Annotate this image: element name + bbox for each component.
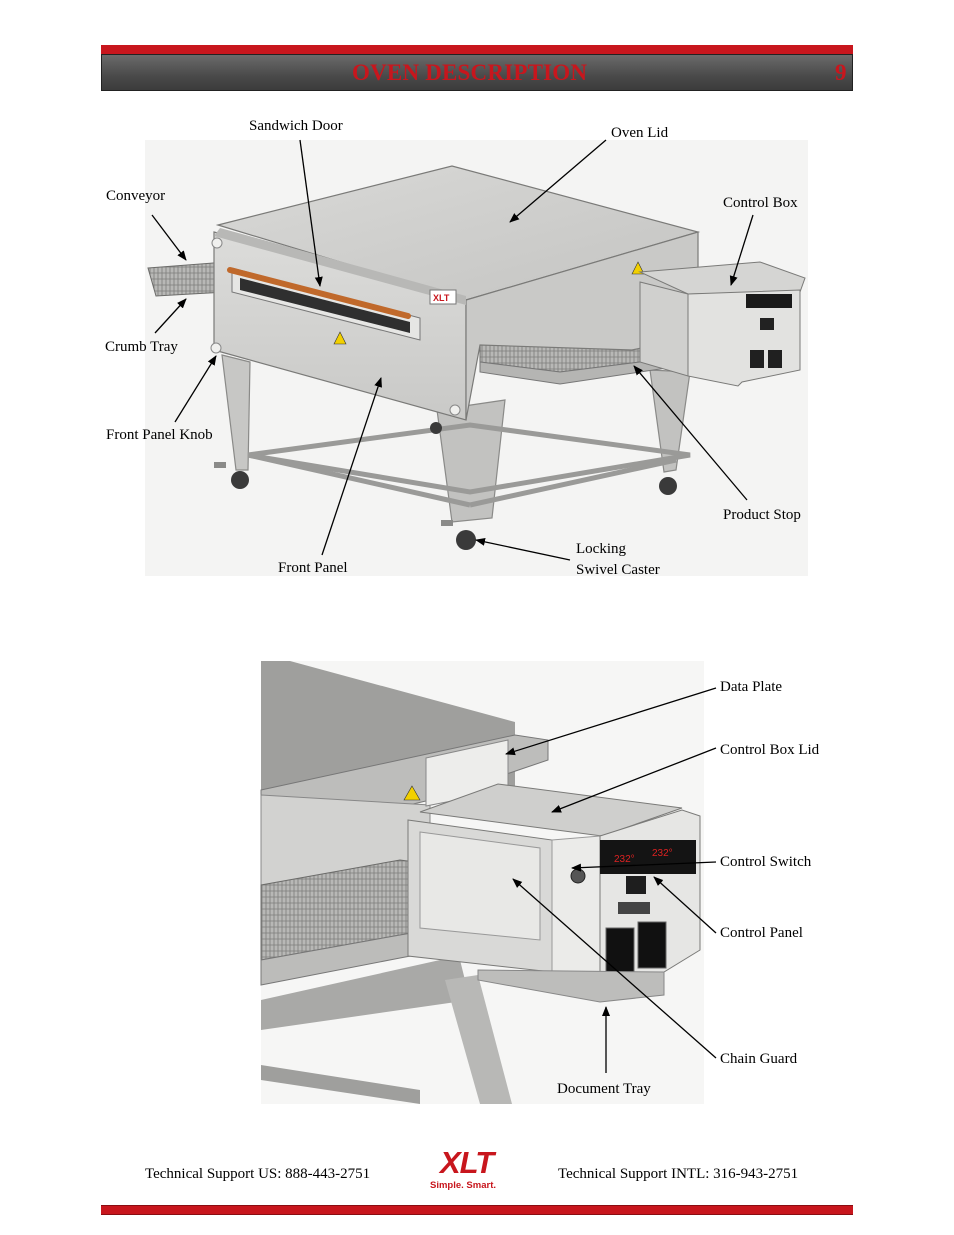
svg-text:232°: 232° [614, 854, 635, 865]
label-data-plate: Data Plate [720, 679, 783, 695]
logo-tagline: Simple. Smart. [430, 1180, 496, 1191]
logo-text: XLT [440, 1145, 494, 1180]
label-conveyor: Conveyor [106, 188, 166, 204]
control-box-lid [638, 261, 806, 295]
header-red-rule [101, 45, 853, 54]
label-sandwich-door: Sandwich Door [249, 118, 343, 134]
document-tray [477, 969, 665, 1003]
footer-red-rule [101, 1205, 853, 1215]
label-oven-lid: Oven Lid [611, 125, 669, 141]
label-document-tray: Document Tray [557, 1081, 651, 1097]
label-locking: Locking [576, 541, 626, 557]
support-us: Technical Support US: 888-443-2751 [145, 1166, 371, 1182]
svg-text:232°: 232° [652, 848, 673, 859]
page-number: 9 [835, 60, 847, 85]
casters [214, 422, 677, 550]
label-front-panel: Front Panel [278, 560, 348, 576]
label-control-panel: Control Panel [720, 925, 803, 941]
oven-stand [221, 354, 691, 523]
sandwich-door-handle [227, 267, 411, 319]
label-control-switch: Control Switch [720, 854, 812, 870]
svg-text:XLT: XLT [433, 293, 450, 303]
label-product-stop: Product Stop [723, 507, 801, 523]
label-control-box: Control Box [723, 195, 798, 211]
control-switch [570, 868, 586, 884]
label-control-box-lid: Control Box Lid [720, 742, 820, 758]
control-box-lid-detail [419, 783, 683, 837]
page-title: OVEN DESCRIPTION [352, 60, 588, 85]
chain-guard [419, 831, 541, 941]
support-intl: Technical Support INTL: 316-943-2751 [558, 1166, 799, 1182]
label-chain-guard: Chain Guard [720, 1051, 798, 1067]
header-bar [101, 54, 853, 91]
label-swivel-caster: Swivel Caster [576, 562, 660, 578]
label-crumb-tray: Crumb Tray [105, 339, 178, 355]
label-front-panel-knob: Front Panel Knob [106, 427, 213, 443]
